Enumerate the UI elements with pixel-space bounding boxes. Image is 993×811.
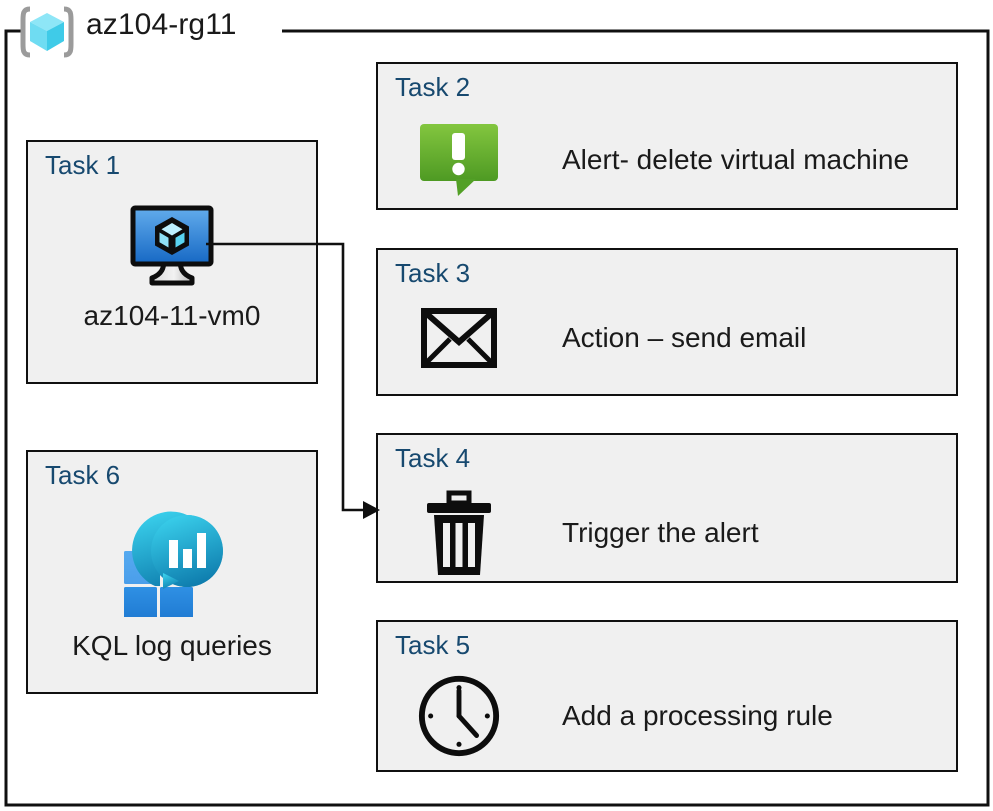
task2-icon-slot [416, 122, 502, 198]
resource-group-title: az104-rg11 [86, 8, 237, 41]
clock-icon [418, 675, 500, 757]
alert-bubble-icon [420, 124, 498, 196]
trash-can-icon [427, 490, 491, 575]
task4-row: Trigger the alert [416, 487, 759, 579]
task-card-task6[interactable]: Task 6 [26, 450, 318, 694]
envelope-icon [421, 308, 497, 368]
task2-label: Task 2 [395, 72, 471, 102]
task-card-task1[interactable]: Task 1 [26, 140, 318, 384]
resource-group-cube-icon [20, 6, 74, 58]
task1-icon-wrap [28, 202, 316, 288]
task6-caption: KQL log queries [72, 630, 272, 661]
task2-row: Alert- delete virtual machine [416, 122, 909, 198]
task-card-task5[interactable]: Task 5 Add a processing rule [376, 620, 958, 772]
task1-caption: az104-11-vm0 [83, 300, 261, 331]
virtual-machine-icon [130, 205, 214, 286]
task6-label: Task 6 [45, 460, 121, 490]
task-card-task2[interactable]: Task 2 Alert- delete virtual machi [376, 62, 958, 210]
task5-icon-slot [416, 672, 502, 760]
task4-label: Task 4 [395, 443, 471, 473]
task5-caption: Add a processing rule [562, 700, 833, 731]
task3-caption: Action – send email [562, 322, 807, 353]
task-card-task4[interactable]: Task 4 Trigger the alert [376, 433, 958, 583]
task6-icon-wrap [28, 507, 316, 617]
task5-label: Task 5 [395, 630, 471, 660]
task5-row: Add a processing rule [416, 672, 833, 760]
task1-label: Task 1 [45, 150, 121, 180]
task3-icon-slot [416, 308, 502, 368]
task3-row: Action – send email [416, 308, 806, 368]
log-analytics-icon [124, 511, 223, 617]
task3-label: Task 3 [395, 258, 471, 288]
task4-caption: Trigger the alert [562, 517, 759, 548]
task-card-task3[interactable]: Task 3 Action – send email [376, 248, 958, 396]
task4-icon-slot [416, 487, 502, 579]
task2-caption: Alert- delete virtual machine [562, 144, 910, 175]
